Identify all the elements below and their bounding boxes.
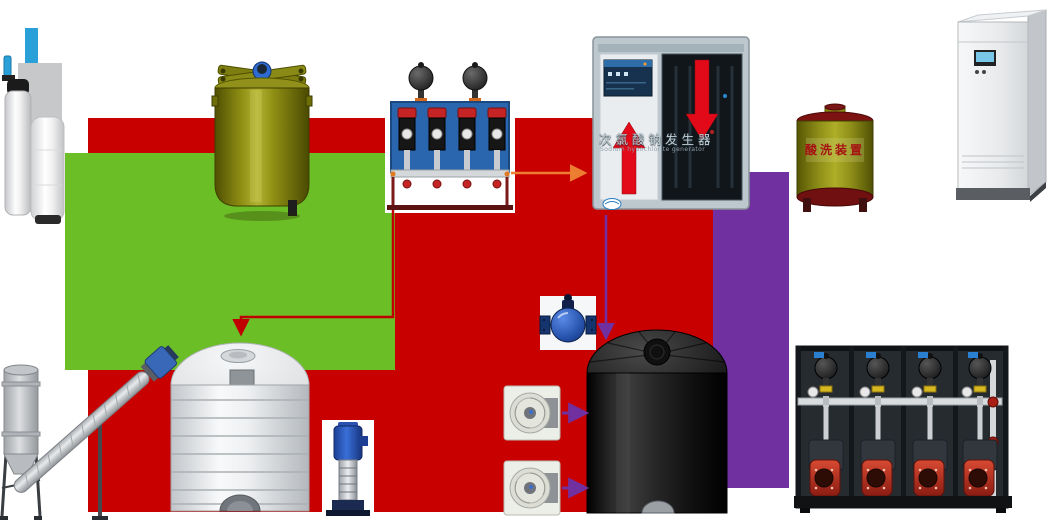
vertical-pump-icon <box>322 420 374 518</box>
metering-pump-skid-icon <box>794 345 1012 513</box>
dosing-pump-skid <box>385 58 515 213</box>
metering-pump-skid <box>794 340 1012 518</box>
black-tank-icon <box>586 329 728 514</box>
acid-washing-tank <box>796 103 874 214</box>
generator-cabinet-icon <box>592 36 750 210</box>
storage-tank-black <box>586 328 728 518</box>
down-arrow-icon <box>685 59 719 141</box>
chemical-mixing-tank-icon <box>211 61 313 221</box>
electric-valve <box>538 292 598 354</box>
tank-vent-box <box>229 369 255 386</box>
brand-logo <box>602 198 622 210</box>
up-arrow-icon <box>612 121 646 195</box>
screw-conveyor-feeder <box>0 332 200 524</box>
dosing-pump-skid-icon <box>385 58 515 213</box>
blower-fan-2 <box>503 460 561 516</box>
water-softener-icon <box>2 55 65 224</box>
blower-fan-1 <box>503 385 561 441</box>
salt-dissolving-tank <box>170 340 310 518</box>
blower-fan-icon <box>503 460 561 516</box>
acid-washing-tank-icon <box>796 103 874 212</box>
water-softener <box>0 55 70 230</box>
electric-valve-icon <box>539 294 597 350</box>
hmi-screen <box>603 59 653 97</box>
chemical-mixing-tank <box>211 58 313 223</box>
blue-marker-bar <box>25 28 38 74</box>
cabinet-display <box>974 50 996 74</box>
screw-conveyor-icon <box>0 345 179 520</box>
vertical-multistage-pump <box>322 420 374 518</box>
control-cabinet-icon <box>956 9 1047 202</box>
generator-subtitle-label: Sodium hypochlorite generator <box>600 146 706 153</box>
generator-title-label: 次氯酸钠发生器 <box>599 132 715 147</box>
blower-fan-icon <box>503 385 561 441</box>
electrical-control-cabinet <box>950 6 1050 206</box>
acid-tank-label: 酸洗装置 <box>804 143 865 157</box>
sodium-hypochlorite-generator <box>592 36 750 214</box>
white-tank-icon <box>170 342 310 512</box>
